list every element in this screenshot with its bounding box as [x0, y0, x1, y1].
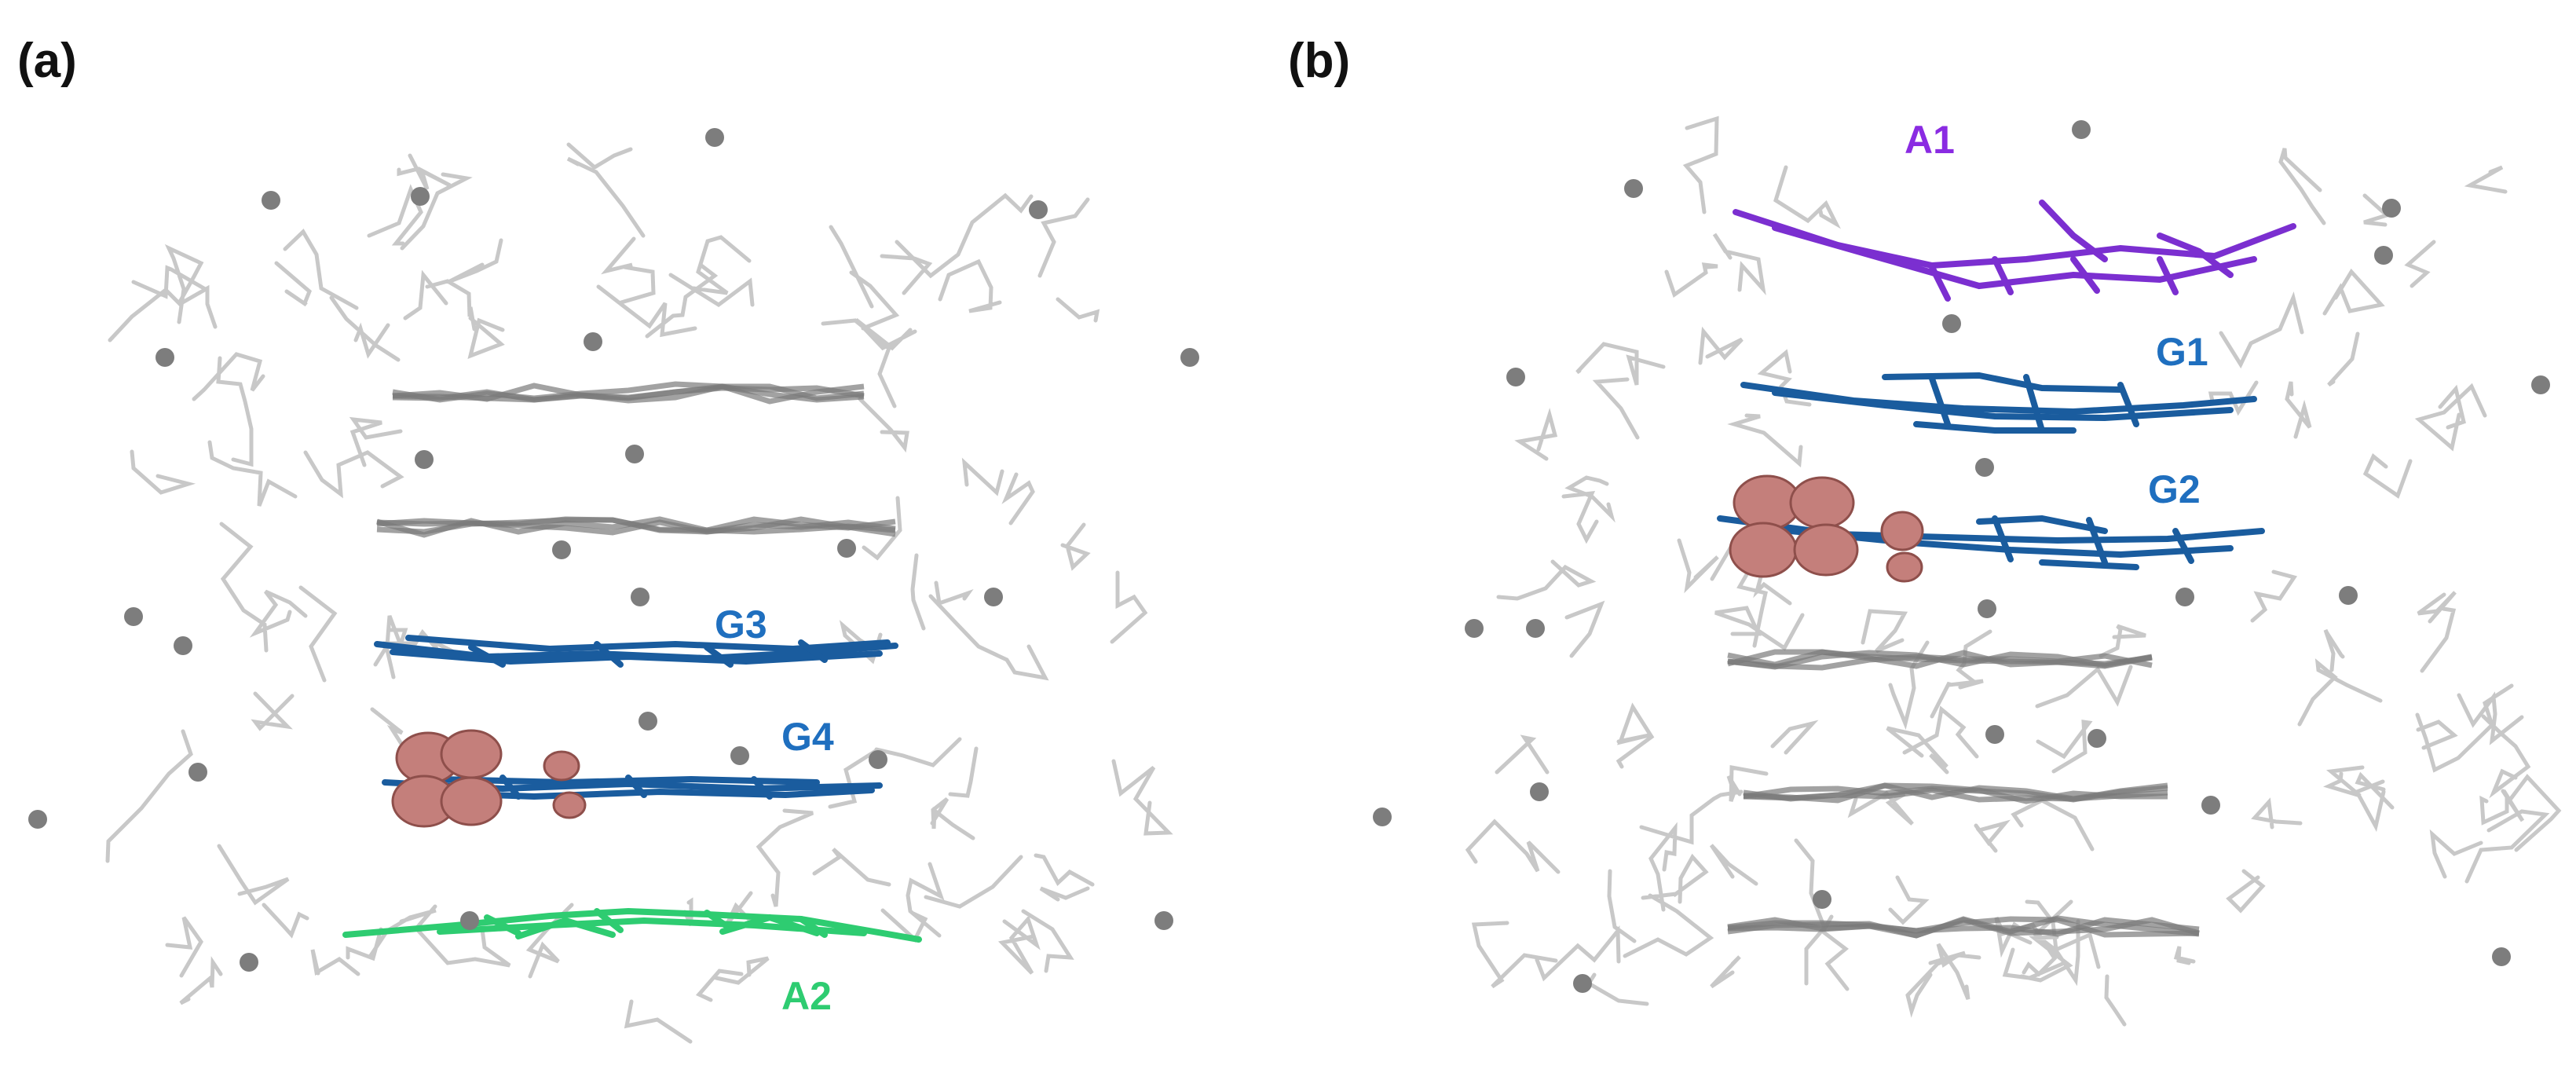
ion-sphere — [1506, 368, 1525, 386]
ion-sphere — [2339, 586, 2358, 605]
ion-sphere — [2072, 120, 2091, 139]
a2-base-layer — [342, 907, 922, 943]
ion-sphere — [1530, 782, 1549, 801]
backbone-wireframe — [1465, 115, 2562, 1027]
gray-base-strand — [1727, 915, 2200, 939]
g4-base-layer — [382, 775, 883, 800]
ion-sphere — [1985, 725, 2004, 744]
ion-sphere — [156, 348, 174, 367]
ion-sphere — [584, 332, 602, 351]
backbone-strand — [1465, 115, 2562, 1027]
label-g4: G4 — [781, 715, 834, 759]
gray-base-strand — [1727, 649, 2153, 669]
gray-base-strand — [1727, 917, 2200, 937]
gray-base-strand — [392, 383, 865, 403]
backbone-wireframe — [105, 142, 1173, 1044]
ion-sphere — [625, 445, 644, 463]
ion-sphere — [411, 187, 430, 206]
ion-sphere — [2492, 947, 2511, 966]
gray-base-layers — [376, 381, 896, 538]
ion-sphere — [1180, 348, 1199, 367]
ion-sphere — [869, 750, 887, 769]
label-g1: G1 — [2156, 330, 2208, 374]
ion-sphere — [262, 191, 280, 210]
ion-sphere — [2175, 588, 2194, 606]
ion-sphere — [174, 636, 192, 655]
ion-sphere — [837, 539, 856, 558]
panel-b-structure: A1 G1 G2 — [1373, 115, 2562, 1027]
ion-sphere — [1465, 619, 1484, 638]
ion-sphere — [1978, 599, 1996, 618]
ion-sphere — [1154, 911, 1173, 930]
ions-b — [1373, 120, 2550, 993]
panel-a-label: (a) — [17, 34, 77, 88]
g3-base-layer — [374, 635, 898, 668]
label-g2: G2 — [2148, 467, 2201, 511]
ion-sphere — [415, 450, 434, 469]
ion-sphere — [2531, 375, 2550, 394]
ions-a — [28, 128, 1199, 972]
label-g3: G3 — [715, 602, 767, 646]
ion-sphere — [1373, 808, 1392, 826]
ion-sphere — [1813, 890, 1831, 909]
g2-base-layer — [1717, 515, 2265, 570]
gray-base-layers — [1727, 649, 2200, 939]
panel-b: (b) — [1288, 0, 2576, 1084]
ion-sphere — [639, 712, 657, 731]
electron-density-b — [1729, 474, 1924, 583]
ion-sphere — [2382, 199, 2401, 218]
ion-sphere — [552, 540, 571, 559]
ion-sphere — [730, 746, 749, 765]
panel-b-label: (b) — [1288, 34, 1351, 88]
ion-sphere — [2088, 729, 2106, 748]
label-a2: A2 — [781, 974, 832, 1018]
gray-base-strand — [376, 516, 896, 538]
ion-sphere — [1975, 458, 1994, 477]
ion-sphere — [705, 128, 724, 147]
g1-base-layer — [1740, 372, 2257, 434]
panel-a: (a) — [17, 34, 1199, 1044]
ion-sphere — [1526, 619, 1545, 638]
electron-density-a — [391, 729, 587, 828]
ion-sphere — [188, 763, 207, 782]
ion-sphere — [1573, 974, 1592, 993]
ion-sphere — [28, 810, 47, 829]
ion-sphere — [124, 607, 143, 626]
ion-sphere — [2201, 796, 2220, 815]
ion-sphere — [1624, 179, 1643, 198]
ion-sphere — [984, 588, 1003, 606]
label-a1: A1 — [1905, 118, 1955, 162]
ion-sphere — [631, 588, 649, 606]
gray-base-strand — [1743, 782, 2168, 804]
a1-base-layer — [1733, 200, 2296, 302]
ion-sphere — [1029, 200, 1048, 219]
ion-sphere — [2374, 246, 2393, 265]
panel-a-structure: G3 G4 A2 — [28, 128, 1199, 1044]
ion-sphere — [460, 911, 479, 930]
ion-sphere — [240, 953, 258, 972]
backbone-strand — [105, 142, 1173, 1044]
ion-sphere — [1942, 314, 1961, 333]
